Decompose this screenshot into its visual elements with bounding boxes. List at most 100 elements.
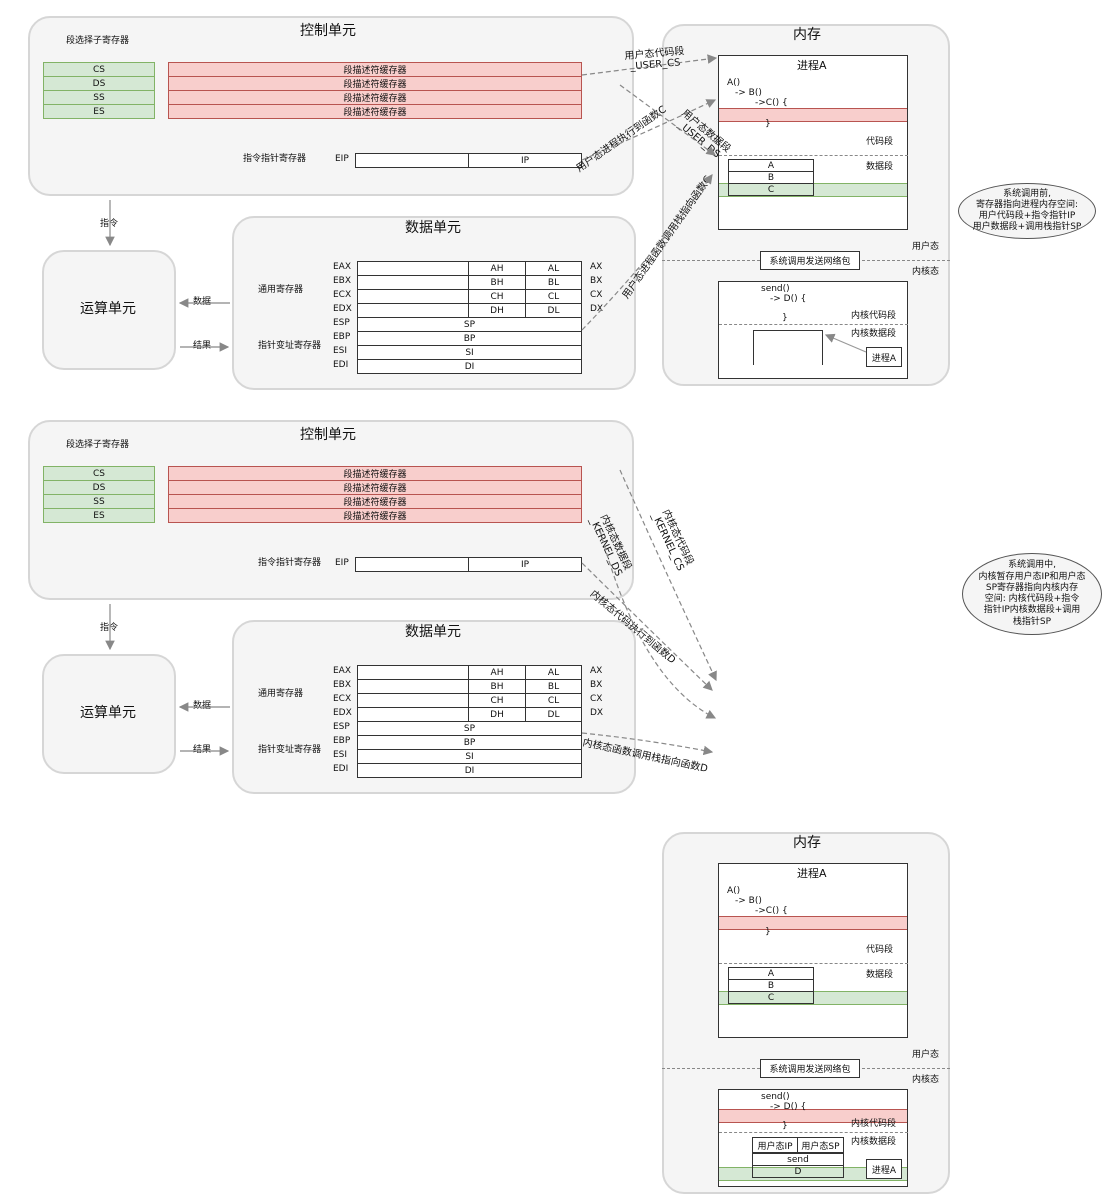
register-16bit-name: CX <box>590 694 603 704</box>
kernel-code-line: } <box>782 313 788 323</box>
kernel-code-line: } <box>782 1121 788 1131</box>
data-label: 数据 <box>193 701 212 711</box>
general-registers-label: 通用寄存器 <box>258 285 304 295</box>
pointer-register: DI <box>357 763 582 778</box>
process-a-memory <box>718 55 908 230</box>
instruction-label: 指令 <box>100 623 119 633</box>
eip-label: EIP <box>335 558 349 568</box>
segment-descriptor-cache: 段描述符缓存器 <box>168 480 582 495</box>
pointer-register: SP <box>357 721 582 736</box>
segment-descriptor-cache: 段描述符缓存器 <box>168 466 582 481</box>
code-data-divider <box>719 963 908 964</box>
register-upper <box>357 289 469 304</box>
control-unit-title: 控制单元 <box>300 23 356 39</box>
register-high-byte: DH <box>468 303 526 318</box>
code-line: ->C() { <box>755 906 788 916</box>
alu-panel <box>42 654 176 774</box>
register-16bit-name: BX <box>590 276 603 286</box>
register-low-byte: DL <box>525 707 582 722</box>
register-upper <box>357 679 469 694</box>
register-low-byte: BL <box>525 679 582 694</box>
memory-title: 内存 <box>793 27 821 43</box>
eip-label: EIP <box>335 154 349 164</box>
kernel-code-line: -> D() { <box>770 1102 807 1112</box>
register-name: ESP <box>333 318 350 328</box>
kernel-cs-label: 内核态代码段 _KERNEL_CS <box>649 507 696 573</box>
stack-frame: C <box>728 183 814 196</box>
register-low-byte: AL <box>525 261 582 276</box>
register-name: ESP <box>333 722 350 732</box>
segment-descriptor-cache: 段描述符缓存器 <box>168 62 582 77</box>
register-name: ECX <box>333 694 352 704</box>
result-label: 结果 <box>193 341 212 351</box>
cloud-note-during: 系统调用中, 内核暂存用户态IP和用户态 SP寄存器指向内核内存 空间: 内核代… <box>962 553 1102 635</box>
pointer-register: BP <box>357 331 582 346</box>
register-16bit-name: AX <box>590 262 603 272</box>
kernel-mode-label: 内核态 <box>912 1075 940 1085</box>
register-name: EDI <box>333 360 349 370</box>
kernel-code-data-divider <box>719 324 908 325</box>
kernel-code-data-divider <box>719 1132 908 1133</box>
segment-selector-register: SS <box>43 90 155 105</box>
register-name: EAX <box>333 666 352 676</box>
user-mode-label: 用户态 <box>912 1050 940 1060</box>
code-line: -> B() <box>735 88 762 98</box>
segment-selector-register: SS <box>43 494 155 509</box>
kernel-stack-user-ip: 用户态IP <box>752 1137 798 1153</box>
alu-title: 运算单元 <box>80 301 136 317</box>
register-low-byte: CL <box>525 693 582 708</box>
current-function-highlight <box>719 108 907 122</box>
segment-selector-register: ES <box>43 508 155 523</box>
register-name: EBX <box>333 680 352 690</box>
process-a-title: 进程A <box>797 867 827 880</box>
register-upper <box>357 707 469 722</box>
code-line: A() <box>727 886 741 896</box>
register-16bit-name: DX <box>590 304 604 314</box>
segment-selector-register: DS <box>43 76 155 91</box>
memory-title: 内存 <box>793 835 821 851</box>
register-name: EDX <box>333 708 352 718</box>
pointer-register: SP <box>357 317 582 332</box>
kernel-data-segment-label: 内核数据段 <box>851 329 897 339</box>
segment-selector-register: DS <box>43 480 155 495</box>
syscall-box: 系统调用发送网络包 <box>760 1059 860 1078</box>
kernel-stack-empty <box>753 330 823 365</box>
user-mode-label: 用户态 <box>912 242 940 252</box>
segment-descriptor-cache: 段描述符缓存器 <box>168 494 582 509</box>
register-low-byte: BL <box>525 275 582 290</box>
register-low-byte: DL <box>525 303 582 318</box>
code-segment-label: 代码段 <box>866 137 894 147</box>
ip-register: IP <box>468 153 582 168</box>
segment-descriptor-cache: 段描述符缓存器 <box>168 104 582 119</box>
register-upper <box>357 693 469 708</box>
result-label: 结果 <box>193 745 212 755</box>
ip-register: IP <box>468 557 582 572</box>
code-line: } <box>765 927 771 937</box>
data-segment-label: 数据段 <box>866 970 894 980</box>
segment-selector-label: 段选择子寄存器 <box>66 440 130 450</box>
code-data-divider <box>719 155 908 156</box>
register-name: EAX <box>333 262 352 272</box>
register-16bit-name: AX <box>590 666 603 676</box>
pointer-index-registers-label: 指针变址寄存器 <box>258 341 322 351</box>
syscall-box: 系统调用发送网络包 <box>760 251 860 270</box>
control-unit-title: 控制单元 <box>300 427 356 443</box>
register-name: EDX <box>333 304 352 314</box>
register-16bit-name: DX <box>590 708 604 718</box>
process-a-title: 进程A <box>797 59 827 72</box>
register-name: ESI <box>333 346 348 356</box>
eip-register-high <box>355 557 469 572</box>
kernel-code-line: send() <box>761 1092 790 1102</box>
register-high-byte: BH <box>468 275 526 290</box>
register-name: EBX <box>333 276 352 286</box>
pointer-register: SI <box>357 345 582 360</box>
alu-title: 运算单元 <box>80 705 136 721</box>
instruction-pointer-label: 指令指针寄存器 <box>258 558 322 568</box>
kernel-stack-frame: D <box>752 1165 844 1178</box>
code-line: } <box>765 119 771 129</box>
kernel-mode-label: 内核态 <box>912 267 940 277</box>
register-name: EBP <box>333 736 351 746</box>
kernel-process-a: 进程A <box>866 1159 902 1179</box>
segment-selector-register: CS <box>43 466 155 481</box>
register-high-byte: CH <box>468 289 526 304</box>
